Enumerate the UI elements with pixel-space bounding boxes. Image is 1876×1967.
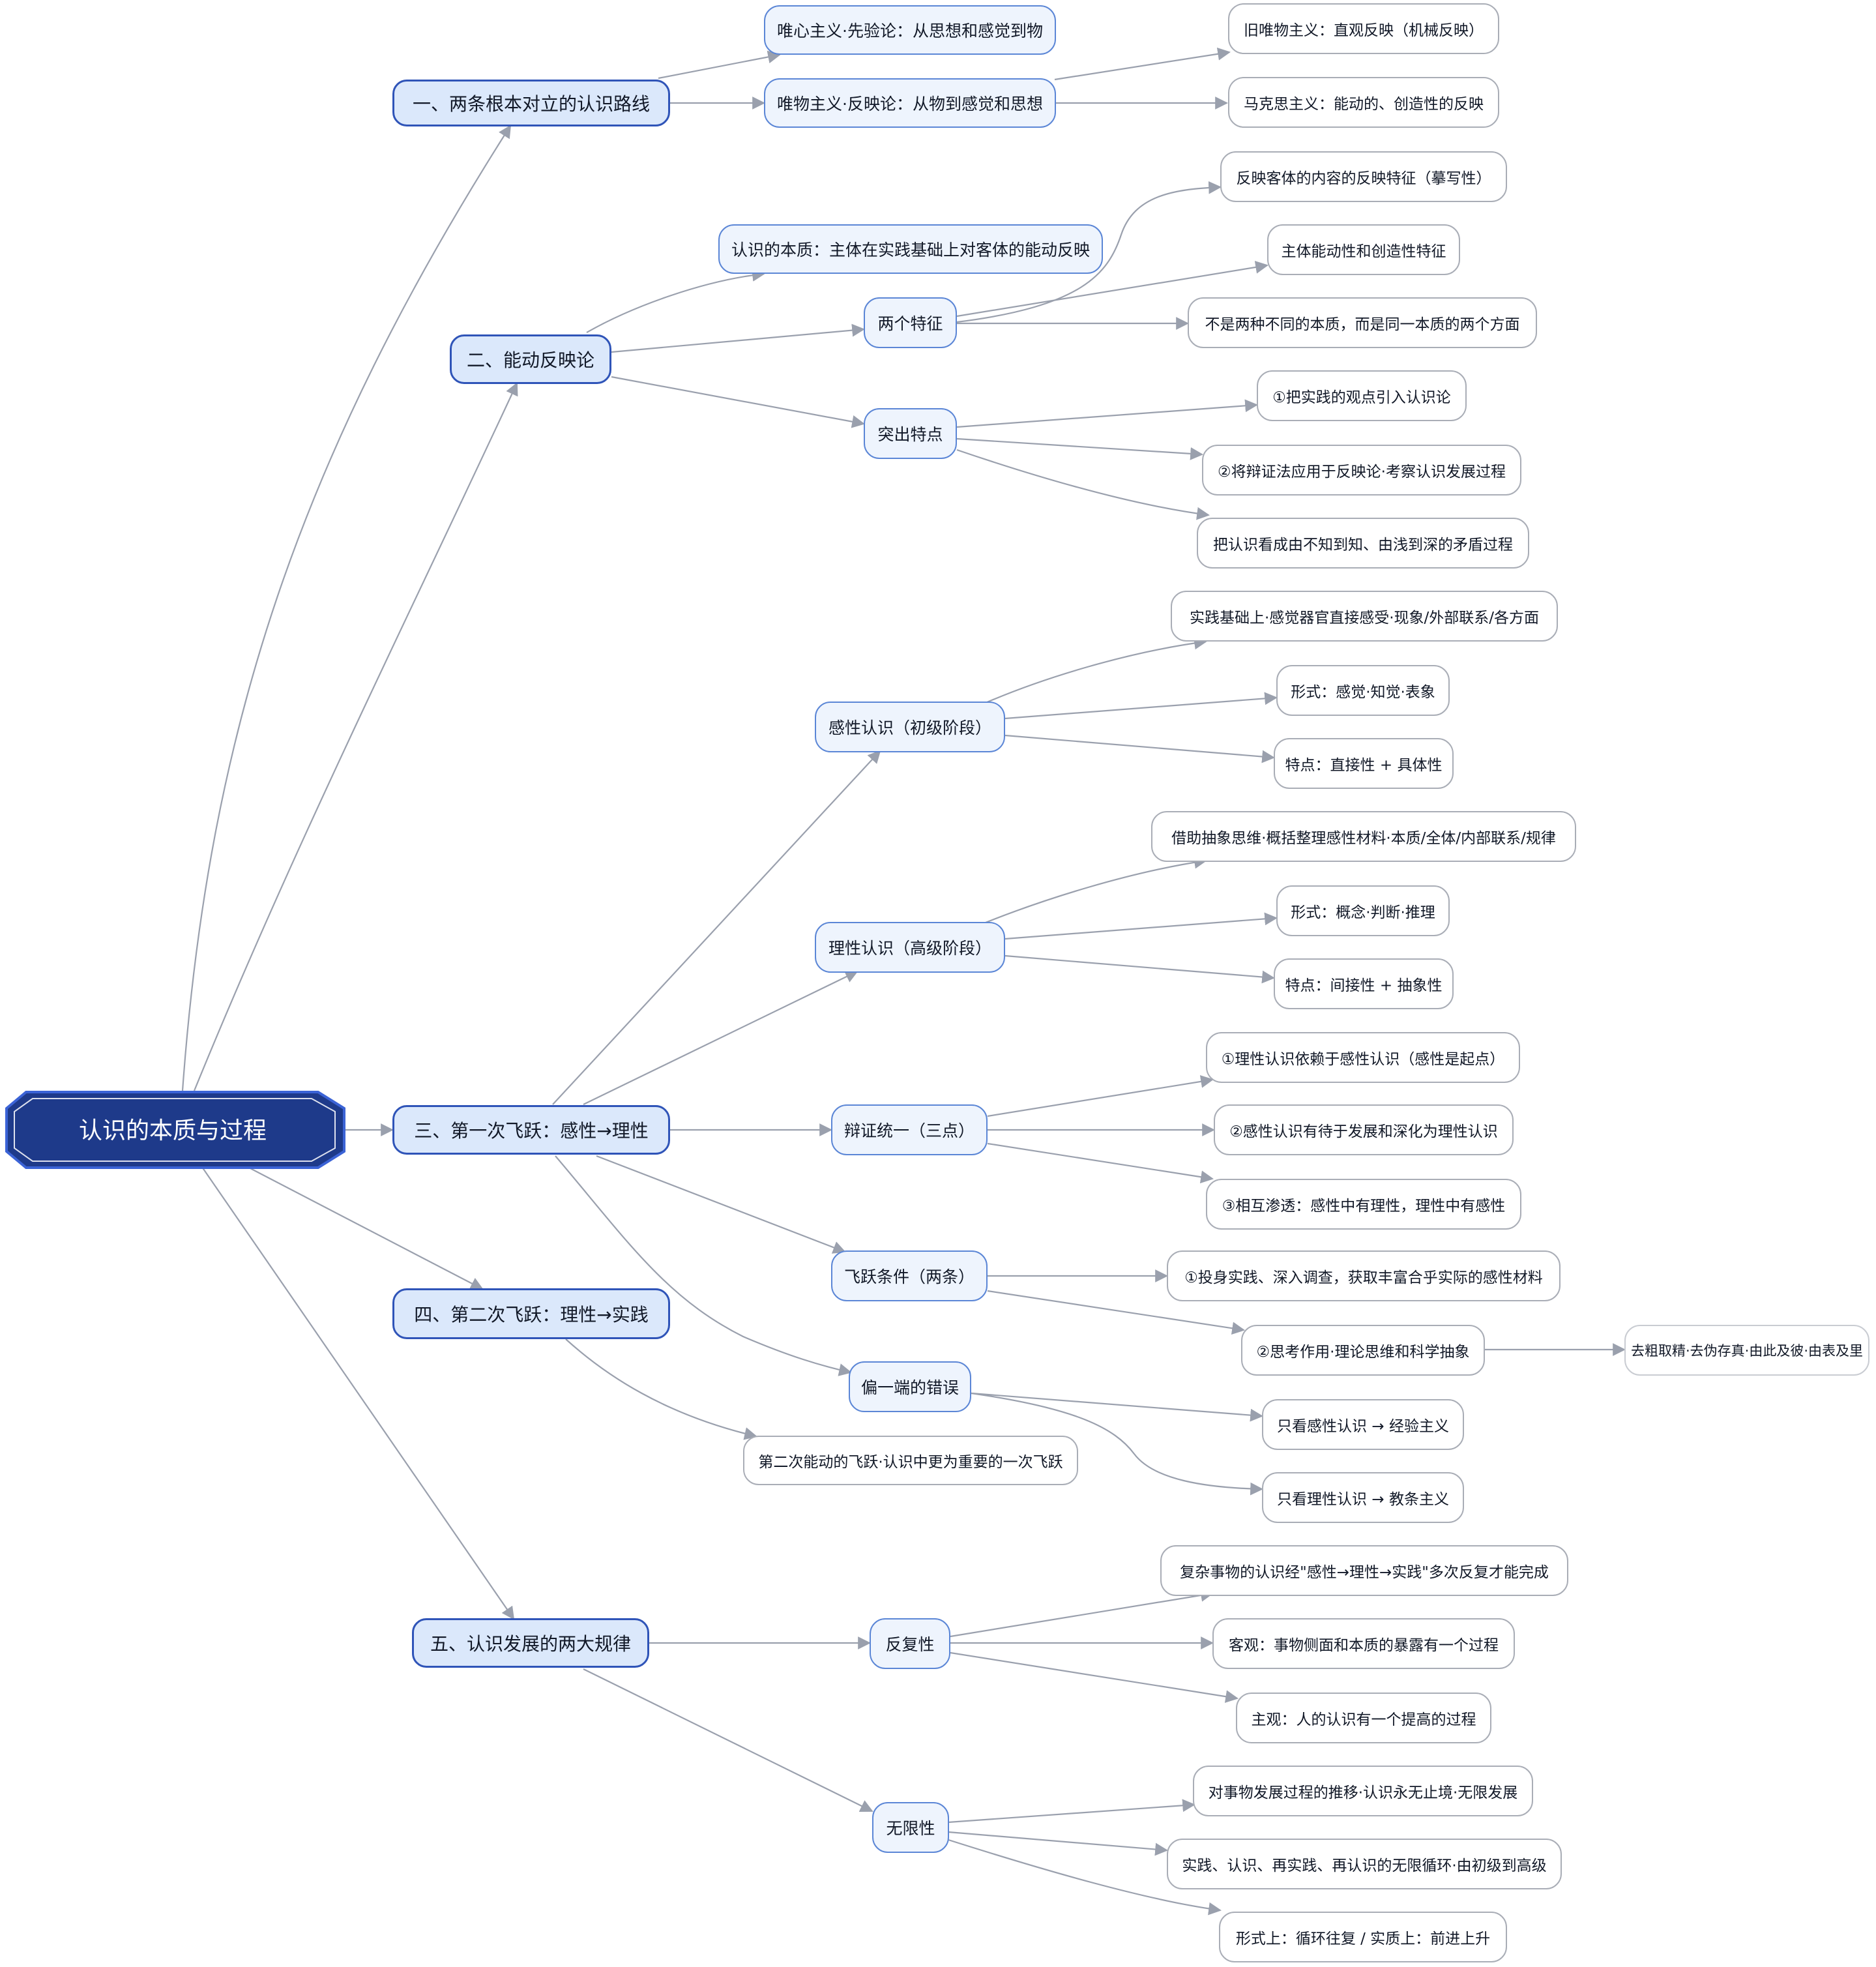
node-salient-3[interactable]: 把认识看成由不知到知、由浅到深的矛盾过程 — [1197, 518, 1529, 569]
edge-b2-essence — [586, 269, 765, 333]
edge-b2-salient — [611, 376, 865, 428]
node-rational-3[interactable]: 特点：间接性 + 抽象性 — [1274, 958, 1454, 1009]
edge-sal-s2 — [956, 437, 1203, 460]
node-rational-1[interactable]: 借助抽象思维·概括整理感性材料·本质/全体/内部联系/规律 — [1151, 811, 1576, 862]
edge-err-e1 — [971, 1392, 1263, 1422]
node-infinite-3[interactable]: 形式上：循环往复 / 实质上：前进上升 — [1219, 1912, 1507, 1962]
edge-inf-in2 — [948, 1831, 1168, 1856]
edge-b5-infinite — [583, 1668, 873, 1812]
edge-root-b4 — [247, 1166, 484, 1290]
node-repeat-3[interactable]: 主观：人的认识有一个提高的过程 — [1236, 1693, 1491, 1743]
edge-root-b1 — [181, 125, 512, 1091]
node-rational-2[interactable]: 形式：概念·判断·推理 — [1276, 885, 1450, 936]
edge-inf-in3 — [948, 1839, 1222, 1915]
node-second-leap-note[interactable]: 第二次能动的飞跃·认识中更为重要的一次飞跃 — [743, 1436, 1078, 1485]
branch-4-second-leap[interactable]: 四、第二次飞跃：理性→实践 — [392, 1288, 670, 1339]
node-salient-1[interactable]: ①把实践的观点引入认识论 — [1257, 370, 1467, 421]
node-perceptual-1[interactable]: 实践基础上·感觉器官直接感受·现象/外部联系/各方面 — [1171, 591, 1558, 642]
edge-rat-r1 — [985, 855, 1207, 924]
edge-b3-rational — [583, 970, 858, 1105]
root-label: 认识的本质与过程 — [79, 1117, 267, 1144]
edge-b3-error — [555, 1155, 852, 1376]
edge-b1-idealism — [658, 50, 781, 80]
edge-root-b2 — [193, 382, 518, 1091]
edge-b4-note — [565, 1338, 757, 1440]
edge-mat-old — [1054, 47, 1231, 81]
node-rational[interactable]: 理性认识（高级阶段） — [815, 922, 1005, 973]
node-repetitiveness[interactable]: 反复性 — [870, 1618, 950, 1669]
node-perceptual[interactable]: 感性认识（初级阶段） — [815, 702, 1005, 752]
edge-inf-in1 — [948, 1799, 1195, 1824]
edge-per-p3 — [1004, 734, 1275, 763]
node-feature-2[interactable]: 主体能动性和创造性特征 — [1267, 224, 1460, 275]
edge-sal-s1 — [956, 399, 1258, 428]
node-infinity[interactable]: 无限性 — [872, 1802, 949, 1853]
branch-3-first-leap[interactable]: 三、第一次飞跃：感性→理性 — [392, 1105, 670, 1155]
edge-b3-perceptual — [552, 750, 881, 1105]
node-essence[interactable]: 认识的本质：主体在实践基础上对客体的能动反映 — [718, 224, 1103, 274]
branch-1-cognition-lines[interactable]: 一、两条根本对立的认识路线 — [392, 80, 670, 126]
node-error-empiricism[interactable]: 只看感性认识 → 经验主义 — [1262, 1399, 1464, 1450]
node-two-features[interactable]: 两个特征 — [864, 297, 957, 348]
node-leap-conditions[interactable]: 飞跃条件（两条） — [831, 1250, 988, 1301]
node-infinite-1[interactable]: 对事物发展过程的推移·认识永无止境·无限发展 — [1193, 1766, 1533, 1816]
node-salient-2[interactable]: ②将辩证法应用于反映论·考察认识发展过程 — [1202, 445, 1521, 495]
node-dialectic-unity[interactable]: 辩证统一（三点） — [831, 1104, 988, 1155]
node-dialectic-3[interactable]: ③相互渗透：感性中有理性，理性中有感性 — [1206, 1179, 1521, 1230]
node-perceptual-2[interactable]: 形式：感觉·知觉·表象 — [1276, 665, 1450, 716]
branch-2-active-reflection[interactable]: 二、能动反映论 — [450, 334, 611, 384]
edge-rat-r2 — [1004, 912, 1278, 940]
node-one-sided-errors[interactable]: 偏一端的错误 — [849, 1361, 971, 1412]
node-old-materialism[interactable]: 旧唯物主义：直观反映（机械反映） — [1228, 3, 1499, 54]
node-feature-3[interactable]: 不是两种不同的本质，而是同一本质的两个方面 — [1188, 297, 1537, 348]
edge-per-p1 — [985, 636, 1207, 704]
node-marxism[interactable]: 马克思主义：能动的、创造性的反映 — [1228, 77, 1499, 128]
node-leap-2[interactable]: ②思考作用·理论思维和科学抽象 — [1241, 1325, 1485, 1376]
edge-root-b5 — [201, 1166, 515, 1620]
edge-dia-d3 — [987, 1142, 1214, 1184]
edge-dia-d1 — [987, 1075, 1214, 1117]
node-infinite-2[interactable]: 实践、认识、再实践、再认识的无限循环·由初级到高级 — [1167, 1839, 1562, 1889]
node-idealism[interactable]: 唯心主义·先验论：从思想和感觉到物 — [764, 5, 1056, 55]
edge-per-p2 — [1004, 692, 1278, 720]
node-feature-1[interactable]: 反映客体的内容的反映特征（摹写性） — [1220, 151, 1507, 202]
edge-err-e2 — [971, 1392, 1263, 1496]
edge-two-f2 — [956, 261, 1268, 318]
node-dialectic-2[interactable]: ②感性认识有待于发展和深化为理性认识 — [1214, 1104, 1514, 1155]
node-leap-1[interactable]: ①投身实践、深入调查，获取丰富合乎实际的感性材料 — [1167, 1250, 1561, 1301]
edge-rat-r3 — [1004, 954, 1275, 984]
root-shape — [5, 1091, 345, 1169]
node-perceptual-3[interactable]: 特点：直接性 + 具体性 — [1274, 738, 1454, 789]
node-leap-2-detail[interactable]: 去粗取精·去伪存真·由此及彼·由表及里 — [1624, 1325, 1869, 1376]
node-error-dogmatism[interactable]: 只看理性认识 → 教条主义 — [1262, 1472, 1464, 1523]
edge-leap-l2 — [987, 1290, 1245, 1335]
edge-b3-leap — [596, 1155, 846, 1254]
edge-b2-two — [611, 323, 865, 353]
node-repeat-2[interactable]: 客观：事物侧面和本质的暴露有一个过程 — [1212, 1618, 1515, 1669]
node-repeat-1[interactable]: 复杂事物的认识经"感性→理性→实践"多次反复才能完成 — [1160, 1545, 1568, 1596]
branch-5-two-laws[interactable]: 五、认识发展的两大规律 — [412, 1618, 649, 1668]
edge-rep-rp3 — [950, 1651, 1238, 1703]
edge-sal-s3 — [956, 449, 1210, 520]
node-dialectic-1[interactable]: ①理性认识依赖于感性认识（感性是起点） — [1206, 1032, 1520, 1083]
edge-two-f1 — [956, 181, 1222, 323]
edge-rep-rp1 — [950, 1589, 1214, 1638]
node-salient[interactable]: 突出特点 — [864, 408, 957, 459]
node-materialism[interactable]: 唯物主义·反映论：从物到感觉和思想 — [764, 78, 1056, 128]
